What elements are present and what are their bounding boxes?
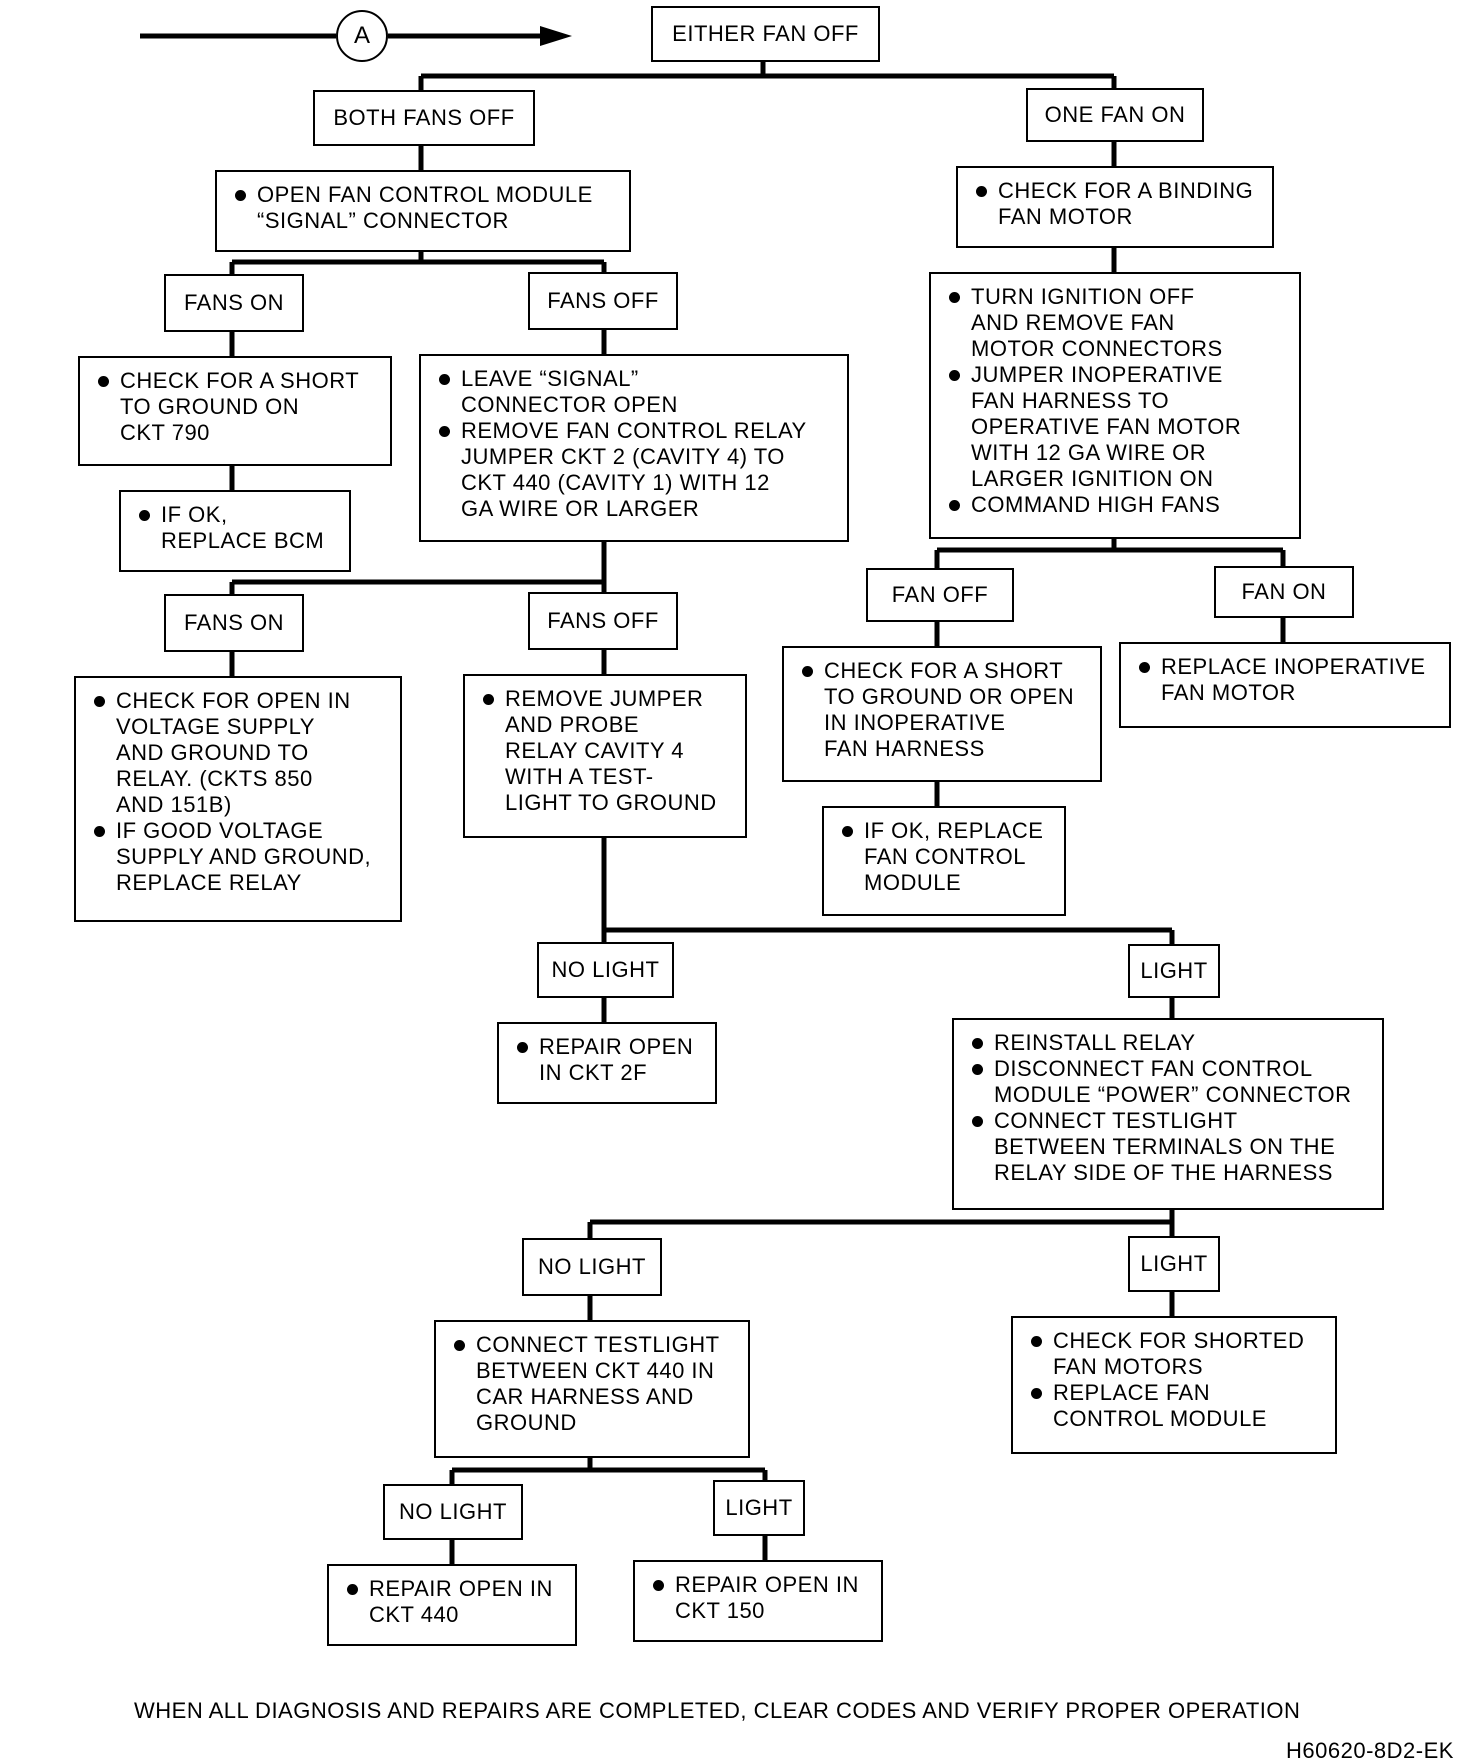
step-reinstall-relay: REINSTALL RELAY DISCONNECT FAN CONTROL M… bbox=[952, 1018, 1384, 1210]
connector-fans-on-2 bbox=[229, 648, 607, 676]
connector-right-2 bbox=[934, 537, 1286, 568]
node-fan-on-r: FAN ON bbox=[1214, 566, 1354, 618]
node-fans-on-1: FANS ON bbox=[164, 274, 304, 332]
connector-top bbox=[418, 60, 1117, 90]
step-item: REMOVE FAN CONTROL RELAY JUMPER CKT 2 (C… bbox=[435, 418, 839, 522]
step-item: REMOVE JUMPER AND PROBE RELAY CAVITY 4 W… bbox=[479, 686, 737, 816]
step-item: REPAIR OPEN IN CKT 2F bbox=[513, 1034, 707, 1086]
node-fans-on-2: FANS ON bbox=[164, 594, 304, 652]
step-turn-ignition-off: TURN IGNITION OFF AND REMOVE FAN MOTOR C… bbox=[929, 272, 1301, 539]
connector-light-3b bbox=[449, 1534, 768, 1564]
step-item: CHECK FOR A BINDING FAN MOTOR bbox=[972, 178, 1264, 230]
connector-light-1 bbox=[601, 836, 1175, 944]
node-either-fan-off: EITHER FAN OFF bbox=[651, 6, 880, 62]
connector-right-3 bbox=[934, 616, 1286, 806]
step-item: DISCONNECT FAN CONTROL MODULE “POWER” CO… bbox=[968, 1056, 1374, 1108]
step-item: REPAIR OPEN IN CKT 150 bbox=[649, 1572, 873, 1624]
node-light-1: LIGHT bbox=[1128, 944, 1220, 998]
step-repair-open-ckt2f: REPAIR OPEN IN CKT 2F bbox=[497, 1022, 717, 1104]
step-open-signal-connector: OPEN FAN CONTROL MODULE “SIGNAL” CONNECT… bbox=[215, 170, 631, 252]
step-item: CONNECT TESTLIGHT BETWEEN CKT 440 IN CAR… bbox=[450, 1332, 740, 1436]
node-no-light-1: NO LIGHT bbox=[537, 942, 674, 998]
step-item: CHECK FOR SHORTED FAN MOTORS bbox=[1027, 1328, 1327, 1380]
connector-left-1 bbox=[229, 144, 607, 274]
step-connect-testlight-ckt440: CONNECT TESTLIGHT BETWEEN CKT 440 IN CAR… bbox=[434, 1320, 750, 1458]
step-check-short-or-open: CHECK FOR A SHORT TO GROUND OR OPEN IN I… bbox=[782, 646, 1102, 782]
step-repair-open-ckt440: REPAIR OPEN IN CKT 440 bbox=[327, 1564, 577, 1646]
step-check-voltage-supply: CHECK FOR OPEN IN VOLTAGE SUPPLY AND GRO… bbox=[74, 676, 402, 922]
connector-light-2b bbox=[587, 1290, 1175, 1320]
node-fans-off-1: FANS OFF bbox=[528, 272, 678, 330]
step-item: REINSTALL RELAY bbox=[968, 1030, 1374, 1056]
step-item: REPLACE INOPERATIVE FAN MOTOR bbox=[1135, 654, 1441, 706]
node-no-light-3: NO LIGHT bbox=[383, 1484, 523, 1540]
connector-left-2 bbox=[229, 540, 607, 594]
entry-marker-a: A bbox=[336, 10, 388, 62]
step-replace-fan-control-module: IF OK, REPLACE FAN CONTROL MODULE bbox=[822, 806, 1066, 916]
connector-light-1b bbox=[601, 996, 1175, 1022]
step-item: JUMPER INOPERATIVE FAN HARNESS TO OPERAT… bbox=[945, 362, 1291, 492]
step-item: IF GOOD VOLTAGE SUPPLY AND GROUND, REPLA… bbox=[90, 818, 392, 896]
node-light-2: LIGHT bbox=[1128, 1236, 1220, 1292]
step-item: COMMAND HIGH FANS bbox=[945, 492, 1291, 518]
step-leave-signal-open: LEAVE “SIGNAL” CONNECTOR OPEN REMOVE FAN… bbox=[419, 354, 849, 542]
step-item: LEAVE “SIGNAL” CONNECTOR OPEN bbox=[435, 366, 839, 418]
node-fan-off-r: FAN OFF bbox=[866, 568, 1014, 622]
step-item: REPLACE FAN CONTROL MODULE bbox=[1027, 1380, 1327, 1432]
node-no-light-2: NO LIGHT bbox=[522, 1238, 662, 1296]
step-replace-bcm: IF OK, REPLACE BCM bbox=[119, 490, 351, 572]
step-check-binding-motor: CHECK FOR A BINDING FAN MOTOR bbox=[956, 166, 1274, 248]
step-repair-open-ckt150: REPAIR OPEN IN CKT 150 bbox=[633, 1560, 883, 1642]
step-item: CHECK FOR A SHORT TO GROUND OR OPEN IN I… bbox=[798, 658, 1092, 762]
node-one-fan-on: ONE FAN ON bbox=[1026, 88, 1204, 142]
node-both-fans-off: BOTH FANS OFF bbox=[313, 90, 535, 146]
footer-note: WHEN ALL DIAGNOSIS AND REPAIRS ARE COMPL… bbox=[134, 1698, 1301, 1723]
step-item: CHECK FOR OPEN IN VOLTAGE SUPPLY AND GRO… bbox=[90, 688, 392, 818]
node-light-3: LIGHT bbox=[713, 1480, 805, 1536]
connector-light-2 bbox=[587, 1208, 1175, 1238]
step-remove-jumper-probe: REMOVE JUMPER AND PROBE RELAY CAVITY 4 W… bbox=[463, 674, 747, 838]
step-item: CHECK FOR A SHORT TO GROUND ON CKT 790 bbox=[94, 368, 382, 446]
step-item: CONNECT TESTLIGHT BETWEEN TERMINALS ON T… bbox=[968, 1108, 1374, 1186]
step-item: TURN IGNITION OFF AND REMOVE FAN MOTOR C… bbox=[945, 284, 1291, 362]
step-item: REPAIR OPEN IN CKT 440 bbox=[343, 1576, 567, 1628]
step-item: OPEN FAN CONTROL MODULE “SIGNAL” CONNECT… bbox=[231, 182, 621, 234]
step-check-short-ckt790: CHECK FOR A SHORT TO GROUND ON CKT 790 bbox=[78, 356, 392, 466]
figure-code: H60620-8D2-EK bbox=[1286, 1738, 1454, 1763]
step-replace-inoperative-motor: REPLACE INOPERATIVE FAN MOTOR bbox=[1119, 642, 1451, 728]
step-item: IF OK, REPLACE FAN CONTROL MODULE bbox=[838, 818, 1056, 896]
entry-arrow-head bbox=[540, 26, 572, 46]
connector-light-3 bbox=[449, 1456, 768, 1484]
step-check-shorted-motors: CHECK FOR SHORTED FAN MOTORS REPLACE FAN… bbox=[1011, 1316, 1337, 1454]
step-item: IF OK, REPLACE BCM bbox=[135, 502, 341, 554]
node-fans-off-2: FANS OFF bbox=[528, 592, 678, 650]
